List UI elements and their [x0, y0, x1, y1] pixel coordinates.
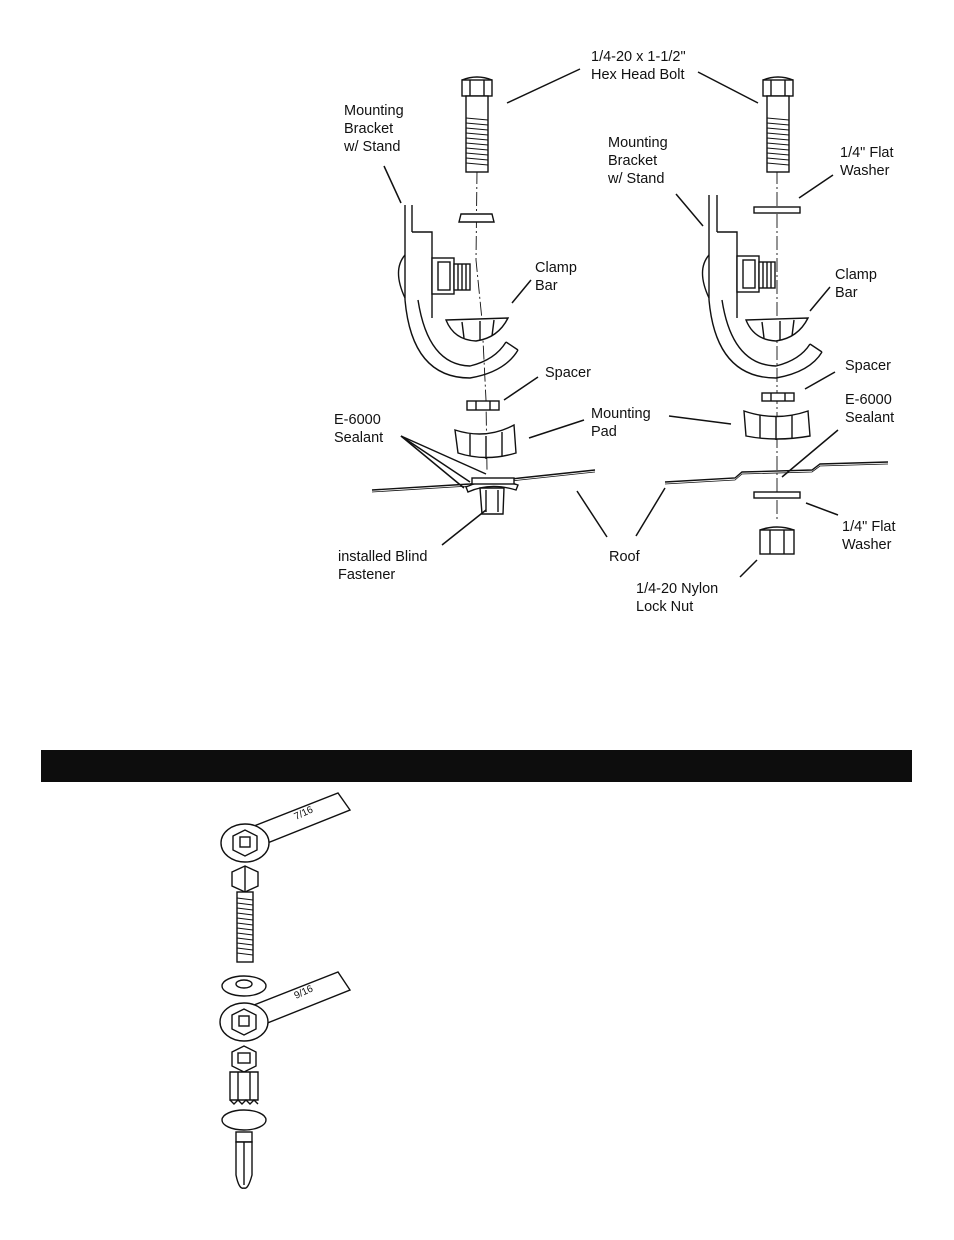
label-mounting-bracket-left: Mounting Bracket w/ Stand: [344, 102, 404, 156]
left-hex-bolt: [462, 77, 492, 172]
right-lock-nut: [760, 527, 794, 554]
left-clamp-bar: [446, 318, 508, 341]
label-spacer-left: Spacer: [545, 364, 591, 382]
left-small-washer: [459, 214, 494, 222]
right-top-flat-washer: [754, 207, 800, 213]
label-flat-washer-bottom: 1/4" Flat Washer: [842, 518, 896, 554]
label-clamp-bar-right: Clamp Bar: [835, 266, 877, 302]
left-spacer: [467, 401, 499, 410]
label-spacer-right: Spacer: [845, 357, 891, 375]
label-nylon-lock-nut: 1/4-20 Nylon Lock Nut: [636, 580, 718, 616]
label-clamp-bar-left: Clamp Bar: [535, 259, 577, 295]
label-hex-head-bolt: 1/4-20 x 1-1/2" Hex Head Bolt: [591, 48, 686, 84]
section-header-bar: [41, 750, 912, 782]
left-mounting-bracket: [399, 205, 519, 378]
label-sealant-right: E-6000 Sealant: [845, 391, 894, 427]
right-clamp-bar: [746, 318, 808, 341]
right-mounting-bracket: [703, 195, 823, 378]
label-blind-fastener: installed Blind Fastener: [338, 548, 427, 584]
right-spacer: [762, 393, 794, 401]
label-mounting-pad: Mounting Pad: [591, 405, 651, 441]
left-blind-fastener: [466, 478, 518, 514]
right-hex-bolt: [763, 77, 793, 172]
tool-washer: [222, 976, 266, 996]
label-mounting-bracket-right: Mounting Bracket w/ Stand: [608, 134, 668, 188]
label-flat-washer-top: 1/4" Flat Washer: [840, 144, 894, 180]
right-bottom-flat-washer: [754, 492, 800, 498]
upper-wrench-icon: 7/16: [221, 793, 350, 862]
tool-blind-fastener: [222, 1110, 266, 1188]
left-assembly: [372, 77, 595, 514]
label-sealant-left: E-6000 Sealant: [334, 411, 383, 447]
tool-hex-bolt: [232, 866, 258, 962]
tool-nut-driver: [230, 1046, 258, 1104]
left-mounting-pad: [455, 425, 516, 459]
label-roof: Roof: [609, 548, 640, 566]
tool-illustration: 7/16 9/16: [220, 793, 350, 1188]
